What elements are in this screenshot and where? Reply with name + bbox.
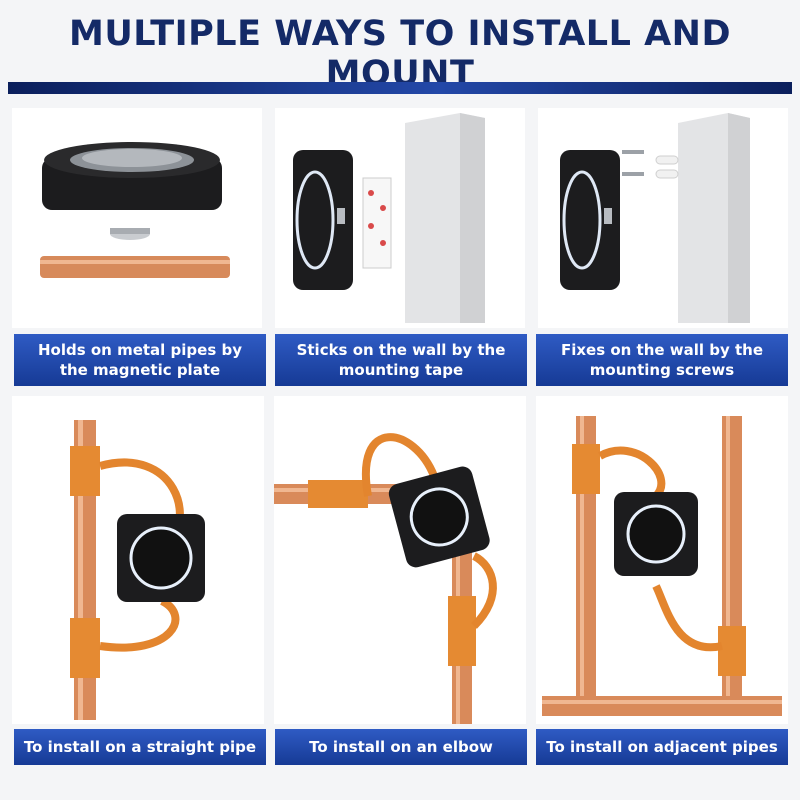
caption-line: mounting tape	[338, 361, 464, 379]
caption-magnetic-plate: Holds on metal pipes by the magnetic pla…	[14, 334, 266, 386]
caption-line: mounting screws	[589, 361, 735, 379]
title-underline	[8, 82, 792, 94]
page-title: MULTIPLE WAYS TO INSTALL AND MOUNT	[68, 14, 731, 94]
caption-adjacent-pipes: To install on adjacent pipes	[536, 729, 788, 765]
caption-line: Fixes on the wall by the	[560, 341, 764, 359]
panel-mounting-tape	[275, 108, 525, 328]
magnetic-mount-illustration	[40, 142, 230, 278]
caption-line: Holds on metal pipes by	[37, 341, 242, 359]
caption-elbow: To install on an elbow	[275, 729, 527, 765]
caption-text: To install on a straight pipe	[23, 738, 257, 756]
panel-elbow	[274, 396, 526, 724]
adjacent-pipes-illustration	[542, 416, 782, 716]
screw-mount-illustration	[560, 113, 750, 323]
elbow-pipe-illustration	[274, 433, 497, 724]
caption-mounting-screws: Fixes on the wall by the mounting screws	[536, 334, 788, 386]
straight-pipe-illustration	[70, 420, 205, 720]
caption-text: To install on adjacent pipes	[546, 738, 778, 756]
caption-line: Sticks on the wall by the	[296, 341, 506, 359]
panel-adjacent-pipes	[536, 396, 788, 724]
panel-straight-pipe	[12, 396, 264, 724]
caption-line: the magnetic plate	[59, 361, 221, 379]
panel-mounting-screws	[538, 108, 788, 328]
caption-straight-pipe: To install on a straight pipe	[14, 729, 266, 765]
caption-mounting-tape: Sticks on the wall by the mounting tape	[275, 334, 527, 386]
panel-magnetic-plate	[12, 108, 262, 328]
caption-text: To install on an elbow	[309, 738, 493, 756]
tape-mount-illustration	[293, 113, 485, 323]
